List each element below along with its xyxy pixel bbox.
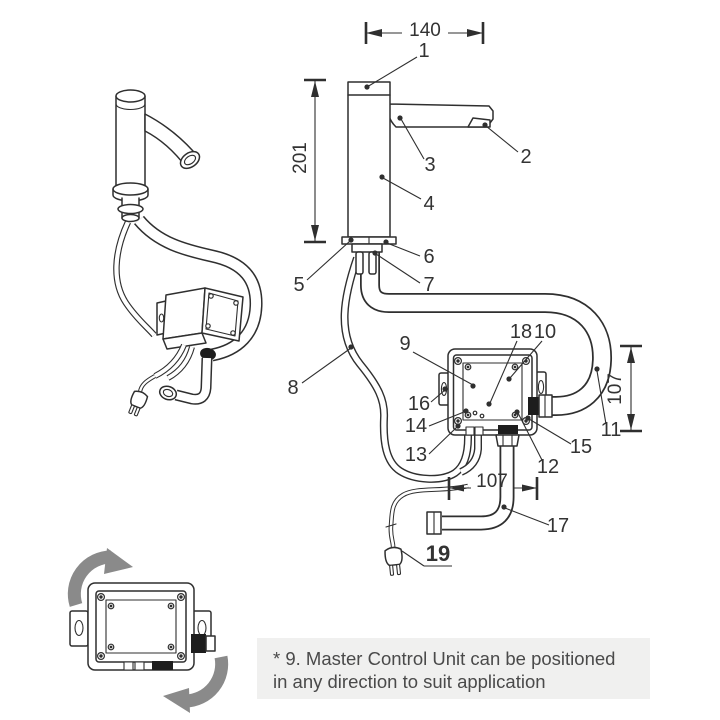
faucet-body [347,81,391,238]
dimension-height-right: 107 [605,344,642,433]
iso-power-plug [128,390,149,417]
unit-panel [105,599,177,654]
side-connector [528,397,539,415]
part-label-12: 12 [537,456,559,478]
dim-height-right: 107 [605,373,626,405]
iso-control-box [156,287,244,350]
note-box: * 9. Master Control Unit can be position… [257,638,650,699]
part-label-3: 3 [424,154,435,176]
dim-width-top: 140 [409,20,441,41]
rotation-view [67,548,229,713]
rotate-arrow-icon [104,548,133,574]
bottom-terminal [465,426,475,436]
side-fitting [205,635,216,652]
part-label-1: 1 [418,40,429,62]
rotate-arrow-icon [185,655,229,708]
note-line-1: * 9. Master Control Unit can be position… [273,648,616,669]
bottom-terminal [474,426,484,436]
iso-pipe-fitting [158,385,178,401]
dimension-width-top: 140 [364,20,485,44]
rotate-arrow-icon [163,688,190,713]
part-label-11: 11 [601,419,622,441]
dimension-width-bottom: 107 [447,471,539,500]
bottom-terminal [123,661,134,671]
part-label-16: 16 [408,393,430,415]
bottom-connector [498,425,518,434]
part-label-2: 2 [520,146,531,168]
part-label-17: 17 [547,515,569,537]
dim-width-bottom: 107 [476,471,508,492]
part-label-7: 7 [423,274,434,296]
faucet-front [341,81,494,275]
mounting-tab-left [69,610,89,647]
part-label-15: 15 [570,436,592,458]
power-plug [384,546,403,576]
part-label-4: 4 [423,193,434,215]
bottom-terminal [134,661,145,671]
outlet-nut [495,434,520,447]
master-control-unit [438,348,553,447]
rotation-control-unit [69,582,216,671]
part-label-14: 14 [405,415,427,437]
dim-height-left: 201 [290,142,311,174]
isometric-view [112,89,263,417]
part-label-13: 13 [405,444,427,466]
leader-lines [301,56,607,567]
part-label-8: 8 [287,377,298,399]
iso-faucet [112,89,201,223]
control-box-panel [462,362,523,421]
part-label-6: 6 [423,246,434,268]
part-label-9: 9 [399,333,410,355]
side-connector [191,634,206,653]
note-line-2: in any direction to suit application [273,671,546,692]
rotate-arrow-icon [67,550,112,607]
iso-outlet-grommet [200,347,216,361]
part-label-19: 19 [426,541,450,566]
dimension-height-left: 201 [290,78,326,244]
bottom-connector [152,661,173,670]
mounting-nut [351,243,383,253]
part-label-18: 18 [510,321,532,343]
part-label-10: 10 [534,321,556,343]
part-label-5: 5 [293,274,304,296]
part-labels: 1 2 3 4 5 6 7 8 9 10 11 12 13 14 15 16 1… [287,40,621,566]
main-view: 140 201 107 107 [287,20,642,576]
